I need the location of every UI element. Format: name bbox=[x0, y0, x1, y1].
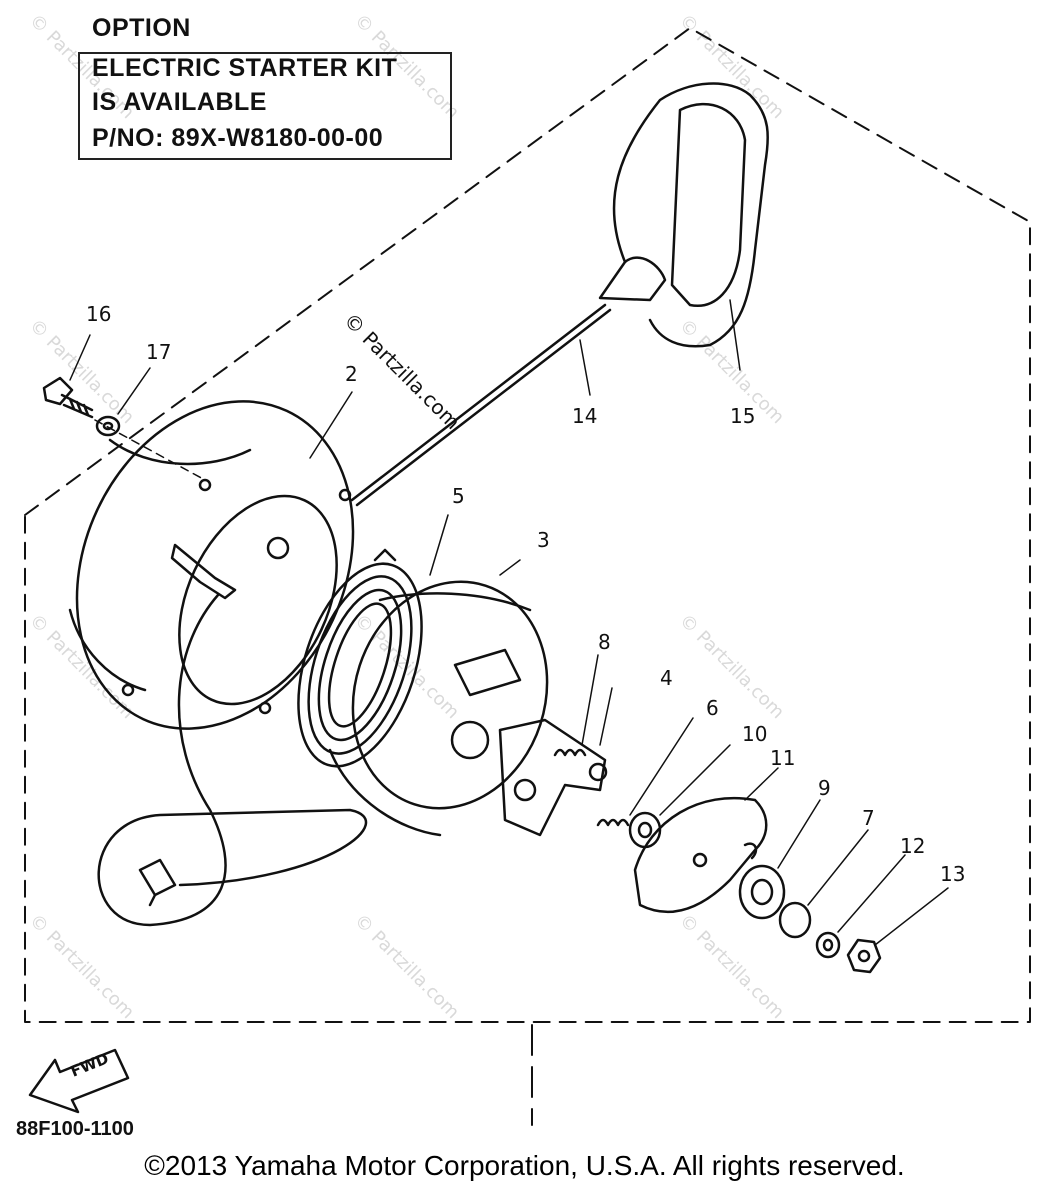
callout-11: 11 bbox=[770, 746, 796, 770]
copyright-notice: ©2013 Yamaha Motor Corporation, U.S.A. A… bbox=[144, 1150, 905, 1181]
diagram-code: 88F100-1100 bbox=[16, 1118, 134, 1140]
option-line-3: IS AVAILABLE bbox=[92, 88, 267, 116]
electric-cable bbox=[97, 593, 368, 927]
callout-6: 6 bbox=[706, 696, 719, 720]
starter-handle-15 bbox=[598, 82, 770, 371]
callout-10: 10 bbox=[742, 722, 768, 746]
callout-7: 7 bbox=[862, 806, 875, 830]
washer-9 bbox=[738, 799, 821, 920]
option-part-number: P/NO: 89X-W8180-00-00 bbox=[92, 124, 384, 152]
leader-2 bbox=[309, 391, 353, 459]
callout-12: 12 bbox=[900, 834, 926, 858]
callout-13: 13 bbox=[940, 862, 966, 886]
recoil-spring-5 bbox=[297, 514, 449, 768]
starter-housing-2 bbox=[68, 400, 355, 730]
callout-5: 5 bbox=[452, 484, 465, 508]
option-line-2: ELECTRIC STARTER KIT bbox=[92, 54, 398, 82]
callout-16: 16 bbox=[86, 302, 112, 326]
leader-dash-housing bbox=[94, 419, 206, 481]
bolt-16 bbox=[42, 376, 94, 419]
rope-pulley-3 bbox=[328, 559, 549, 837]
callout-8: 8 bbox=[598, 630, 611, 654]
callout-9: 9 bbox=[818, 776, 831, 800]
leader-16 bbox=[69, 334, 91, 381]
callout-3: 3 bbox=[537, 528, 550, 552]
drive-pawl-4 bbox=[498, 687, 613, 837]
callout-17: 17 bbox=[146, 340, 172, 364]
fwd-arrow-icon bbox=[28, 1048, 130, 1114]
callout-15: 15 bbox=[730, 404, 756, 428]
option-notice-box: OPTION ELECTRIC STARTER KIT IS AVAILABLE… bbox=[78, 12, 452, 160]
washer-7 bbox=[778, 829, 869, 939]
leader-17 bbox=[117, 367, 151, 415]
pawl-spring-8 bbox=[553, 654, 599, 757]
option-notice-frame bbox=[78, 52, 452, 160]
callout-4: 4 bbox=[660, 666, 673, 690]
spring-6 bbox=[596, 717, 694, 827]
washer-10 bbox=[628, 744, 731, 849]
option-title: OPTION bbox=[92, 14, 191, 42]
starter-rope-14 bbox=[350, 303, 612, 507]
boundary-outline bbox=[24, 27, 1031, 1023]
callout-2: 2 bbox=[345, 362, 358, 386]
nut-13 bbox=[846, 887, 949, 974]
lock-washer-12 bbox=[815, 854, 906, 959]
washer-17 bbox=[95, 415, 121, 437]
drive-plate-11 bbox=[633, 767, 779, 914]
callout-14: 14 bbox=[572, 404, 598, 428]
